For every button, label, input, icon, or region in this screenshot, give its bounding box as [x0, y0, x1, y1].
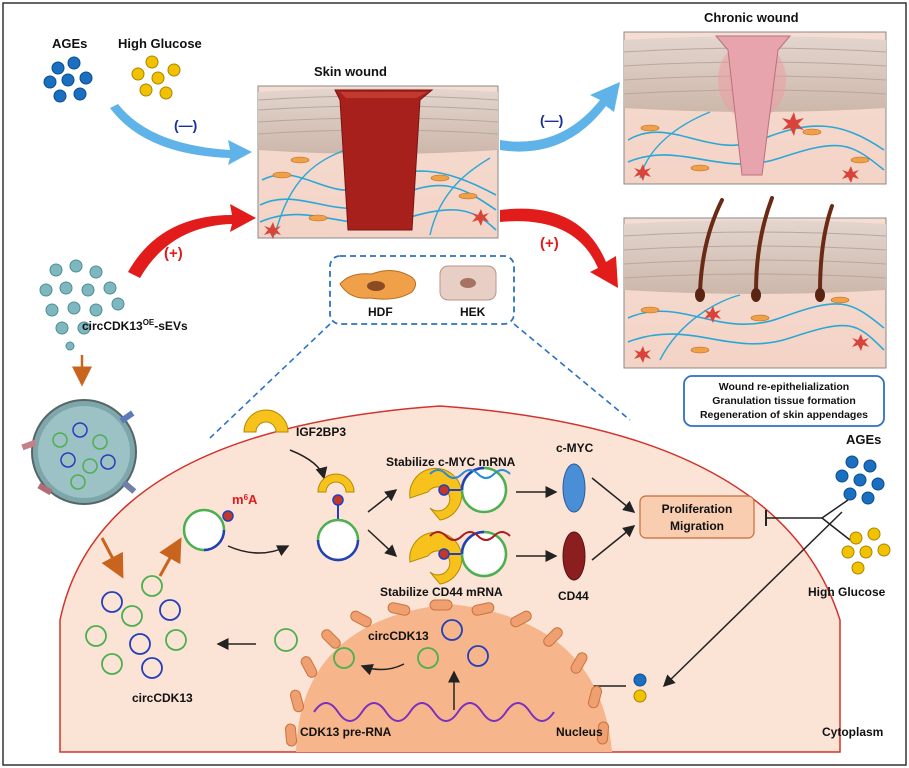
brown-arrow-down [100, 537, 124, 579]
vesicle [21, 399, 137, 505]
glucose-signal-dot [633, 689, 647, 703]
nuclear-envelope [284, 599, 610, 747]
promote-arrow-left [128, 204, 256, 278]
arrow-to-complex [227, 545, 290, 557]
outcome-box [683, 375, 885, 427]
hdf-label: HDF [368, 305, 393, 319]
healed-wound-panel [623, 196, 887, 369]
plus-sign-left: (+) [164, 245, 183, 262]
arrow-myc-prolif [591, 477, 636, 513]
hdf-nucleus [367, 281, 385, 291]
cytoplasm-label: Cytoplasm [822, 725, 883, 739]
high-glucose-label: High Glucose [118, 36, 202, 51]
cd44-protein [562, 531, 586, 581]
cd44-complex [409, 530, 511, 585]
plus-sign-right: (+) [540, 235, 559, 252]
cmyc-label: c-MYC [556, 441, 594, 455]
minus-sign-right: (—) [540, 112, 563, 128]
zoom-line-left [209, 323, 331, 439]
ages-label: AGEs [52, 36, 87, 51]
arrow-to-cd44 [367, 529, 398, 558]
migration-label: Migration [670, 519, 724, 533]
proliferation-label: Proliferation [662, 502, 733, 516]
sevs-dots [39, 259, 125, 351]
glucose-dots [131, 55, 181, 100]
outcome-1: Wound re-epithelialization [719, 381, 849, 393]
circ-cluster [85, 575, 187, 679]
sevs-label: circCDK13OE-sEVs [82, 318, 188, 333]
circcdk13-nucleus-label: circCDK13 [368, 629, 429, 643]
cd44-label: CD44 [558, 589, 589, 603]
nucleus-label: Nucleus [556, 725, 603, 739]
ages-right-label: AGEs [846, 432, 881, 447]
skin-wound-panel [257, 85, 499, 239]
cell-types-box [329, 255, 515, 325]
arrow-igf-bind [289, 449, 328, 480]
ages-right-dots [835, 455, 885, 505]
skin-wound-title: Skin wound [314, 64, 387, 79]
promote-arrow-right [500, 208, 618, 288]
pre-rna-strand [313, 702, 555, 722]
cmyc-protein [562, 463, 586, 513]
arrow-cd44-prolif [591, 525, 636, 561]
chronic-wound-panel [623, 31, 887, 185]
myc-complex [409, 466, 511, 521]
exported-circ [274, 628, 298, 652]
outcome-3: Regeneration of skin appendages [700, 409, 868, 421]
igf2bp3-label: IGF2BP3 [296, 425, 346, 439]
m6a-circle [182, 508, 234, 552]
stabilize-cd44-label: Stabilize CD44 mRNA [380, 585, 503, 599]
m6a-label: m6A [232, 492, 258, 507]
inhibit-arrow-left [110, 104, 252, 165]
ages-dots [43, 56, 93, 103]
inhibit-arrow-right [500, 82, 620, 152]
nuclear-circ [333, 619, 489, 669]
proliferation-box [639, 495, 755, 539]
arrow-to-nucleus-signal [662, 511, 843, 688]
outcome-2: Granulation tissue formation [712, 395, 856, 407]
inhibit-branch-glucose [821, 517, 851, 541]
hek-nucleus [460, 278, 476, 288]
inhibit-branch-ages [821, 499, 849, 519]
stabilize-myc-label: Stabilize c-MYC mRNA [386, 455, 516, 469]
arrow-to-myc [367, 489, 398, 513]
chronic-wound-title: Chronic wound [704, 10, 799, 25]
igf-circ-complex [316, 473, 360, 562]
high-glucose-right-label: High Glucose [808, 585, 886, 599]
circcdk13-cyto-label: circCDK13 [132, 691, 193, 705]
minus-sign-left: (—) [174, 117, 197, 133]
zoom-line-right [513, 323, 631, 421]
pre-rna-label: CDK13 pre-RNA [300, 725, 392, 739]
hek-label: HEK [460, 305, 486, 319]
ages-signal-dot [633, 673, 647, 687]
brown-arrow-up [158, 537, 182, 577]
arrow-export [360, 663, 405, 676]
glucose-right-dots [841, 527, 891, 575]
igf2bp3-protein [243, 409, 289, 433]
